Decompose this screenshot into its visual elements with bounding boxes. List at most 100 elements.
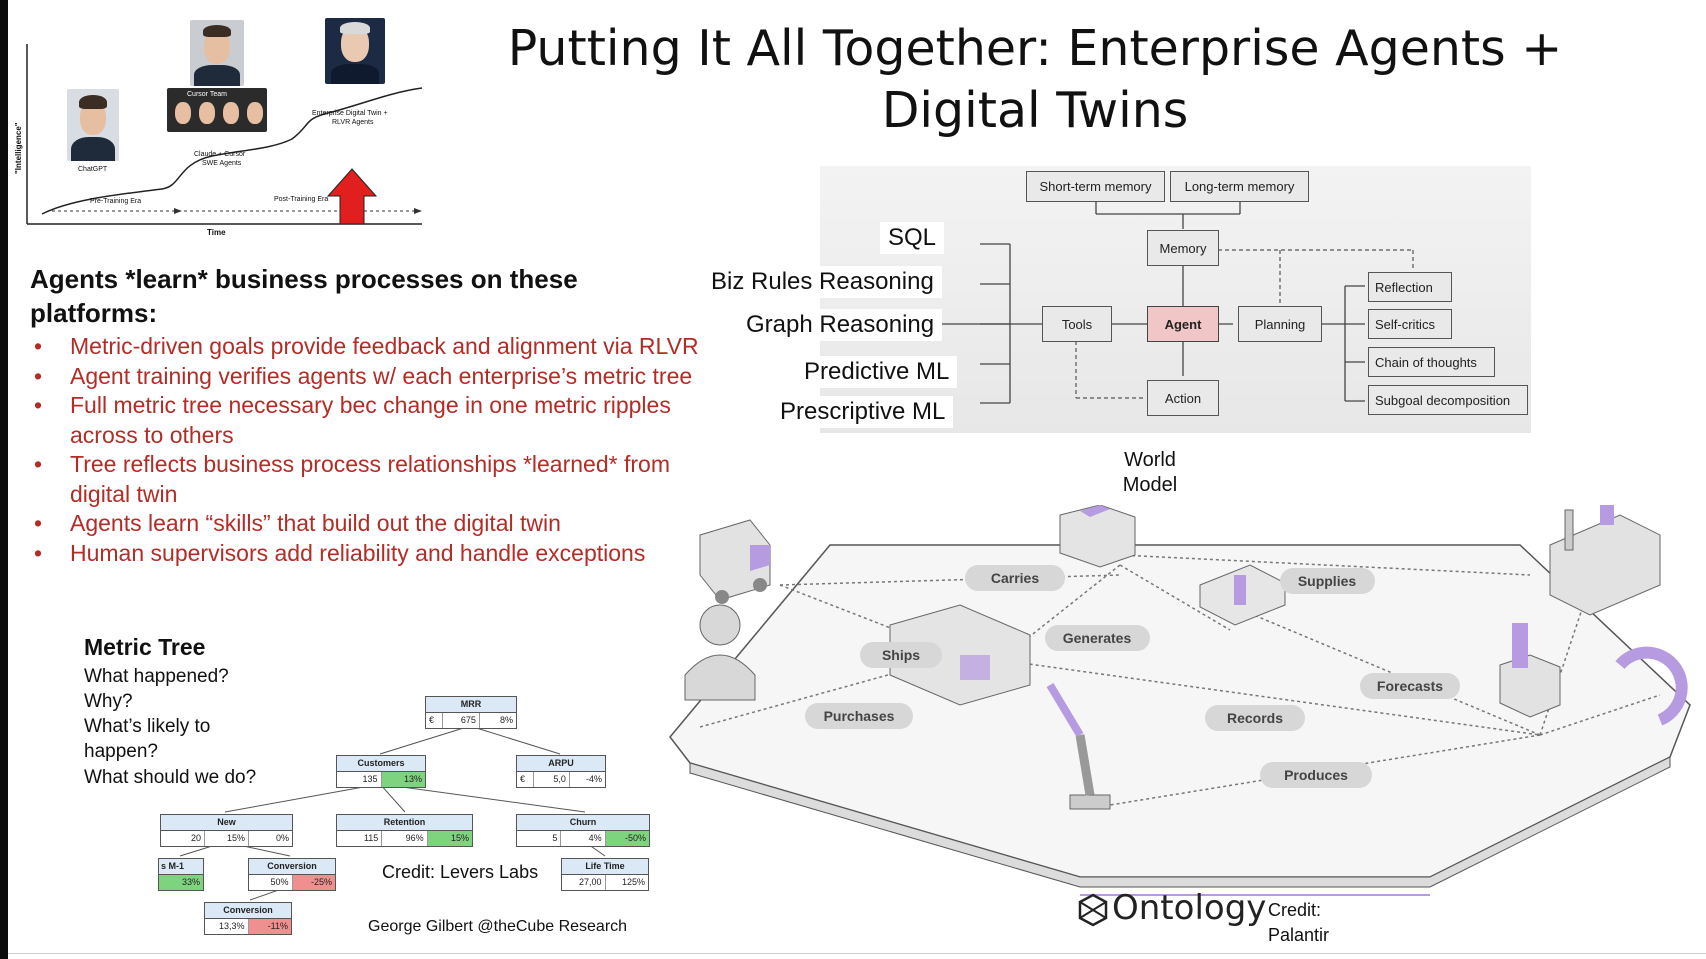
package-icon — [1059, 505, 1136, 568]
metric-tree-connectors — [179, 725, 606, 901]
ontology-world-model-illustration: Carries Supplies Generates Ships Forecas… — [669, 505, 1691, 896]
bullet-marker: • — [34, 333, 43, 359]
warehouse-icon — [889, 604, 1031, 706]
relation-label: Ships — [882, 647, 920, 663]
person-icon — [684, 604, 756, 701]
cursor-team-photo — [167, 88, 267, 132]
agents-bullet-list: •Metric-driven goals provide feedback an… — [30, 332, 760, 568]
relation-label: Produces — [1284, 767, 1348, 783]
relation-label: Records — [1227, 710, 1283, 726]
metric-tree-title: Metric Tree — [84, 634, 206, 660]
author-credit: George Gilbert @theCube Research — [368, 918, 628, 935]
post-training-label: Post-Training Era — [274, 196, 329, 203]
tool-label-graph-reasoning: Graph Reasoning — [738, 309, 943, 341]
enterprise-label-1: Enterprise Digital Twin + — [312, 110, 388, 117]
chatgpt-label: ChatGPT — [78, 166, 108, 173]
levers-labs-credit: Credit: Levers Labs — [382, 862, 539, 882]
platform-edge — [689, 756, 1671, 888]
bullet-item: •Tree reflects business process relation… — [34, 451, 670, 507]
truck-icon — [699, 519, 771, 604]
ontology-logo-icon — [1078, 893, 1108, 927]
metric-question: Why? — [84, 691, 133, 712]
node-conversion: Conversion 50%-25% — [248, 858, 336, 891]
refresh-icon — [1615, 646, 1688, 726]
factory-icon — [1549, 505, 1661, 616]
memory-box: Memory — [1147, 230, 1219, 266]
y-axis-label: "Intelligence" — [14, 122, 23, 174]
enterprise-label-2: RLVR Agents — [332, 119, 374, 126]
x-axis-label: Time — [207, 228, 226, 237]
node-conversion-2: Conversion 13,3%-11% — [204, 902, 292, 935]
relation-label: Purchases — [824, 708, 895, 724]
subgoal-decomposition-box: Subgoal decomposition — [1368, 385, 1528, 415]
bottom-divider — [8, 953, 1706, 954]
left-edge-bar — [0, 0, 8, 959]
tools-box: Tools — [1042, 306, 1112, 342]
reflection-box: Reflection — [1368, 272, 1452, 302]
bullet-marker: • — [34, 392, 43, 418]
relation-label: Forecasts — [1377, 678, 1443, 694]
slide-title: Putting It All Together: Enterprise Agen… — [470, 18, 1600, 142]
agents-heading: Agents *learn* business processes on the… — [30, 262, 730, 330]
bullet-item: •Full metric tree necessary bec change i… — [34, 392, 671, 448]
bullet-item: •Agents learn “skills” that build out th… — [30, 509, 760, 539]
node-arpu: ARPU €5,0-4% — [516, 755, 606, 788]
bullet-marker: • — [34, 510, 43, 536]
agent-architecture-diagram: Short-term memory Long-term memory Memor… — [820, 166, 1531, 433]
world-model-label: World Model — [1122, 449, 1178, 496]
intelligence-timeline-svg — [26, 44, 423, 225]
metric-question: What’s likely to — [84, 716, 211, 737]
bullet-marker: • — [34, 539, 43, 566]
chatgpt-person-photo — [67, 89, 119, 161]
red-up-arrow-icon — [326, 168, 378, 225]
claude-cursor-label: Claude + Cursor — [194, 151, 246, 158]
tool-label-biz-rules: Biz Rules Reasoning — [703, 266, 942, 298]
era-arrow-2 — [414, 208, 422, 214]
node-m1: s M-1 33% — [158, 858, 204, 891]
long-term-memory-box: Long-term memory — [1170, 171, 1309, 202]
tool-label-sql: SQL — [880, 222, 945, 254]
bullet-item: •Agent training verifies agents w/ each … — [30, 362, 760, 392]
title-line-2: Digital Twins — [881, 82, 1189, 139]
action-box: Action — [1147, 380, 1219, 416]
bullet-item: •Human supervisors add reliability and h… — [30, 539, 760, 569]
bullet-marker: • — [34, 362, 43, 389]
metric-question: happen? — [84, 741, 158, 762]
money-icon — [1199, 564, 1286, 626]
era-arrow-1 — [174, 208, 182, 214]
chain-of-thoughts-box: Chain of thoughts — [1368, 347, 1495, 377]
cursor-team-label: Cursor Team — [187, 91, 227, 98]
person-photo-2 — [190, 20, 244, 86]
agents-heading-line-1: Agents *learn* business processes on the… — [30, 264, 578, 294]
intelligence-curve — [41, 87, 423, 215]
bullet-item: •Metric-driven goals provide feedback an… — [30, 332, 760, 362]
palantir-credit: Credit: Palantir — [1268, 900, 1330, 945]
title-line-1: Putting It All Together: Enterprise Agen… — [507, 20, 1563, 77]
tool-label-predictive-ml: Predictive ML — [796, 356, 958, 388]
intelligence-timeline-figure: "Intelligence" Time ChatGPT Cursor Team … — [12, 14, 432, 244]
planning-box: Planning — [1238, 306, 1322, 342]
tool-label-prescriptive-ml: Prescriptive ML — [772, 396, 954, 428]
self-critics-box: Self-critics — [1368, 309, 1452, 339]
relation-label: Carries — [991, 570, 1039, 586]
metric-question: What should we do? — [84, 767, 257, 788]
chart-block-icon — [1499, 623, 1561, 718]
bullet-marker: • — [34, 451, 43, 477]
ontology-logo-text: Ontology — [1112, 888, 1267, 928]
person-photo-3 — [325, 18, 385, 84]
short-term-memory-box: Short-term memory — [1026, 171, 1165, 202]
relation-label: Generates — [1063, 630, 1132, 646]
agent-box: Agent — [1147, 306, 1219, 342]
agents-heading-line-2: platforms: — [30, 298, 158, 328]
relation-label: Supplies — [1298, 573, 1357, 589]
swe-agents-label: SWE Agents — [202, 160, 242, 167]
pre-training-label: Pre-Training Era — [90, 198, 142, 205]
robot-arm-icon — [1046, 682, 1111, 810]
metric-question: What happened? — [84, 666, 229, 687]
